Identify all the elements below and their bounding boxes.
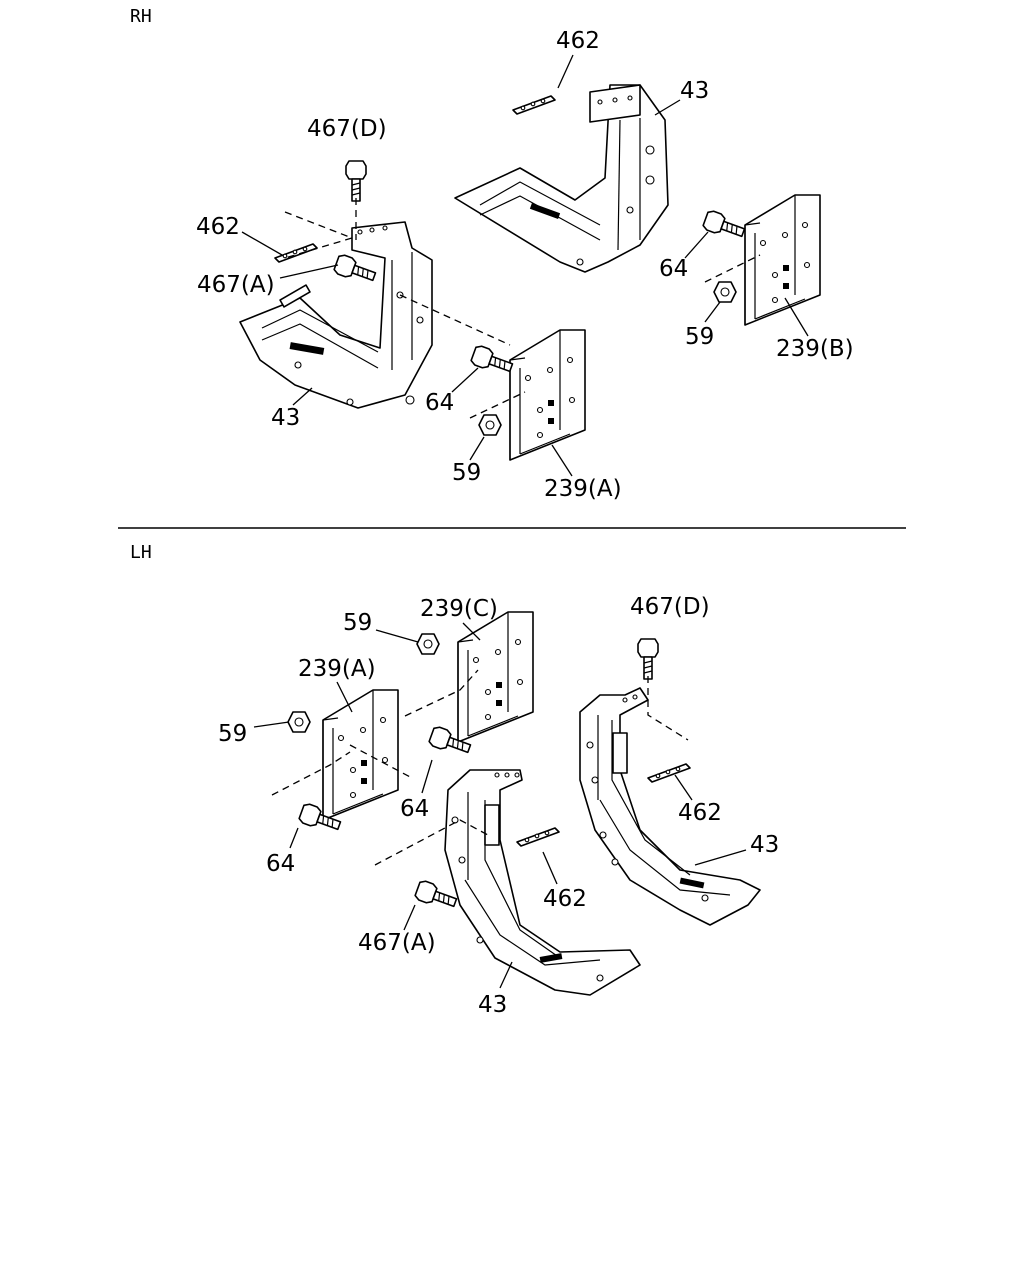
lh-nut-59-top bbox=[416, 633, 440, 655]
lh-bracket-43-right bbox=[579, 687, 761, 926]
lh-label-462-mid: 462 bbox=[543, 886, 587, 912]
rh-label-467a: 467(A) bbox=[197, 272, 275, 298]
rh-bolt-467d bbox=[345, 160, 367, 202]
lh-leader-64-mid bbox=[421, 759, 433, 794]
rh-dash-239a bbox=[399, 294, 511, 346]
rh-leader-239a bbox=[551, 444, 573, 477]
rh-bolt-64-mid bbox=[469, 343, 516, 378]
rh-leader-462-top bbox=[557, 54, 574, 89]
section-title-lh: LH bbox=[130, 542, 152, 563]
rh-label-43-right: 43 bbox=[680, 78, 709, 104]
lh-leader-239c bbox=[462, 622, 481, 641]
lh-leader-59-left bbox=[253, 721, 290, 728]
rh-bracket-43-left bbox=[239, 221, 433, 409]
rh-plate-239a bbox=[509, 329, 586, 461]
lh-plate-239a bbox=[322, 689, 399, 821]
lh-leader-462-mid bbox=[542, 851, 558, 885]
rh-strip-462-top bbox=[512, 95, 556, 115]
rh-leader-43-right bbox=[654, 99, 681, 116]
rh-label-239b: 239(B) bbox=[776, 336, 854, 362]
lh-bolt-467d bbox=[637, 638, 659, 680]
lh-label-467a: 467(A) bbox=[358, 930, 436, 956]
lh-leader-64-left bbox=[289, 827, 299, 849]
rh-leader-43-left bbox=[292, 387, 313, 406]
rh-strip-462-left bbox=[274, 243, 318, 263]
rh-nut-59-right bbox=[713, 281, 737, 303]
lh-label-64-left: 64 bbox=[266, 851, 295, 877]
rh-label-462-left: 462 bbox=[196, 214, 240, 240]
rh-label-462-top: 462 bbox=[556, 28, 600, 54]
rh-plate-239b bbox=[744, 194, 821, 326]
lh-bracket-43-middle bbox=[444, 769, 641, 996]
lh-label-59-top: 59 bbox=[343, 610, 372, 636]
lh-dash-239c bbox=[404, 669, 479, 717]
lh-label-467d: 467(D) bbox=[630, 594, 710, 620]
lh-nut-59-left bbox=[287, 711, 311, 733]
rh-label-59-right: 59 bbox=[685, 324, 714, 350]
lh-label-239a: 239(A) bbox=[298, 656, 376, 682]
lh-label-239c: 239(C) bbox=[420, 596, 498, 622]
rh-label-59-mid: 59 bbox=[452, 460, 481, 486]
rh-leader-64-right bbox=[684, 231, 709, 259]
lh-label-59-left: 59 bbox=[218, 721, 247, 747]
rh-leader-59-right bbox=[704, 301, 721, 323]
rh-bolt-64-right bbox=[701, 208, 748, 243]
lh-leader-239a bbox=[336, 681, 353, 713]
rh-label-239a: 239(A) bbox=[544, 476, 622, 502]
rh-leader-59-mid bbox=[469, 436, 485, 461]
rh-label-43-left: 43 bbox=[271, 405, 300, 431]
lh-label-43-right: 43 bbox=[750, 832, 779, 858]
lh-label-43-bottom: 43 bbox=[478, 992, 507, 1018]
rh-label-64-right: 64 bbox=[659, 256, 688, 282]
rh-dash-59-mid bbox=[469, 391, 526, 419]
rh-leader-239b bbox=[784, 297, 809, 337]
rh-label-467d: 467(D) bbox=[307, 116, 387, 142]
rh-nut-59-mid bbox=[478, 414, 502, 436]
lh-strip-462-right bbox=[647, 763, 691, 783]
lh-plate-239c bbox=[457, 611, 534, 743]
rh-leader-462-left bbox=[241, 231, 283, 256]
rh-dash-59-right bbox=[704, 254, 761, 283]
lh-bolt-467a bbox=[413, 878, 460, 913]
lh-leader-467a bbox=[403, 904, 416, 931]
lh-dash-467a bbox=[374, 819, 489, 866]
rh-leader-64-mid bbox=[451, 367, 479, 393]
lh-leader-43-right bbox=[694, 849, 747, 866]
lh-dash-239a-left bbox=[271, 751, 351, 796]
rh-bracket-43-right bbox=[454, 84, 669, 273]
rh-label-64-mid: 64 bbox=[425, 390, 454, 416]
lh-label-462-right: 462 bbox=[678, 800, 722, 826]
section-title-rh: RH bbox=[130, 6, 152, 27]
lh-leader-43-bottom bbox=[499, 961, 513, 989]
rh-bolt-467a bbox=[332, 252, 379, 287]
lh-leader-59-top bbox=[375, 629, 419, 643]
rh-leader-467a bbox=[279, 264, 339, 279]
lh-label-64-mid: 64 bbox=[400, 796, 429, 822]
lh-dash-467d bbox=[647, 676, 689, 741]
lh-strip-462-mid bbox=[516, 827, 560, 847]
lh-leader-462-right bbox=[674, 774, 693, 801]
